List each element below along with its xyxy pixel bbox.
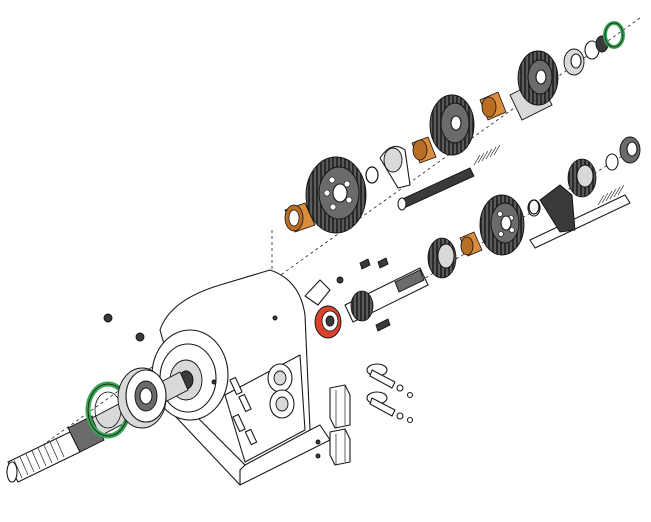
set-screw	[103, 313, 145, 342]
center-lines	[7, 17, 641, 471]
snap-ring	[365, 166, 540, 215]
compound-gear-lower-right	[567, 136, 641, 198]
selector-knob	[366, 363, 414, 424]
compound-gear-upper-mid	[429, 94, 475, 156]
bronze-bushing-lower	[459, 231, 483, 257]
compression-spring-upper	[473, 144, 501, 166]
compound-gear-lower-small	[427, 237, 457, 279]
spindle-bearing	[117, 367, 167, 429]
bronze-bushing-upper-right	[479, 91, 507, 121]
compound-gear-upper-large	[305, 156, 367, 234]
red-bearing	[314, 305, 342, 339]
compression-spring-lower	[597, 184, 625, 206]
key	[359, 257, 391, 332]
upper-bearing-stack	[563, 21, 625, 76]
cluster-gear-upper	[509, 50, 559, 121]
shift-lever-small	[304, 276, 344, 306]
pinion-shaft	[344, 267, 429, 323]
bronze-bushing-upper-left	[284, 202, 316, 233]
shift-fork	[379, 145, 475, 211]
hex-coupling	[315, 384, 351, 466]
bronze-bushing-upper-mid	[411, 136, 437, 164]
compound-gear-lower-large	[479, 194, 525, 256]
